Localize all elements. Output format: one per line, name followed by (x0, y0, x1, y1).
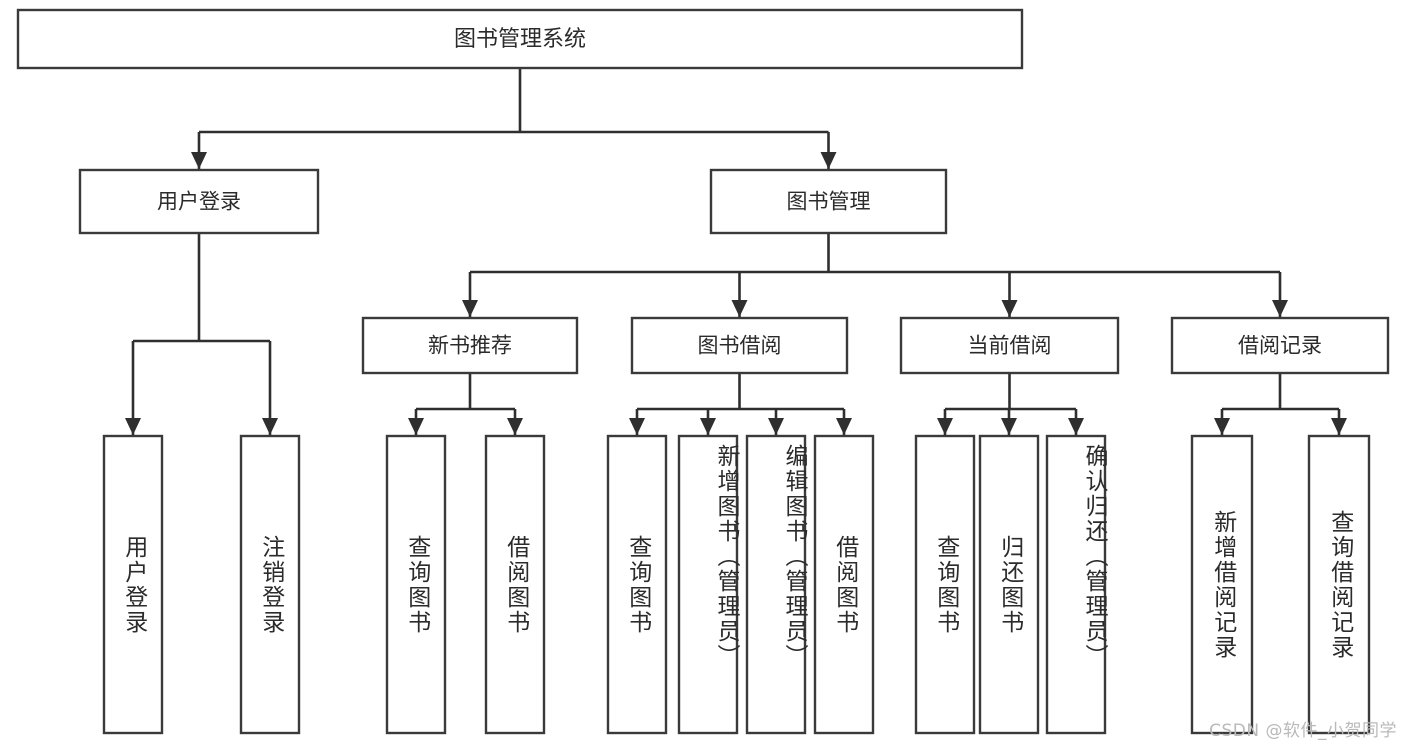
node-label: 图书管理系统 (454, 27, 586, 52)
arrow-head-icon (820, 152, 837, 169)
node-box-leaf-query-book-rec[interactable] (385, 434, 447, 735)
arrow-head-icon (731, 300, 748, 317)
node-box-book-borrow[interactable] (630, 316, 849, 375)
arrow-head-icon (462, 300, 478, 317)
arrow-head-icon (1068, 418, 1084, 435)
arrow-head-icon (262, 418, 278, 435)
connectors-layer (125, 68, 1347, 435)
node-box-leaf-query-book-current[interactable] (914, 434, 976, 735)
node-box-leaf-user-login[interactable] (102, 434, 164, 735)
arrow-head-icon (191, 152, 207, 169)
arrow-head-icon (700, 418, 716, 435)
arrow-head-icon (125, 418, 141, 435)
boxes-layer (16, 8, 1390, 735)
node-label: 用户登录 (157, 190, 241, 214)
node-box-leaf-query-record[interactable] (1307, 434, 1371, 735)
arrow-head-icon (1214, 418, 1230, 435)
arrow-head-icon (768, 418, 784, 435)
node-box-leaf-confirm-return[interactable] (1045, 434, 1107, 735)
arrow-head-icon (629, 418, 645, 435)
arrow-head-icon (507, 418, 523, 435)
node-box-leaf-edit-book[interactable] (745, 434, 807, 735)
node-label: 借阅记录 (1238, 334, 1322, 358)
arrow-head-icon (408, 418, 424, 435)
node-label: 当前借阅 (968, 334, 1052, 358)
node-box-leaf-logout[interactable] (239, 434, 301, 735)
node-box-leaf-return-book[interactable] (978, 434, 1040, 735)
node-box-borrow-record[interactable] (1170, 316, 1390, 375)
arrow-head-icon (1331, 418, 1347, 435)
node-box-book-management[interactable] (709, 168, 948, 235)
arrow-head-icon (1001, 300, 1018, 317)
node-box-user-login[interactable] (78, 168, 320, 235)
node-box-leaf-add-book[interactable] (677, 434, 739, 735)
node-box-root[interactable] (16, 8, 1024, 70)
node-box-current-borrow[interactable] (899, 316, 1120, 375)
arrow-head-icon (1272, 300, 1288, 317)
node-label: 图书借阅 (698, 334, 782, 358)
arrow-head-icon (937, 418, 953, 435)
node-box-leaf-borrow-book[interactable] (813, 434, 875, 735)
node-box-leaf-query-book-borrow[interactable] (606, 434, 668, 735)
node-label: 新书推荐 (428, 334, 512, 358)
node-box-leaf-add-record[interactable] (1190, 434, 1254, 735)
arrow-head-icon (1001, 418, 1017, 435)
watermark-text: CSDN @软件_小贺同学 (1209, 721, 1397, 741)
node-box-leaf-borrow-book-rec[interactable] (484, 434, 546, 735)
node-box-new-book-recommend[interactable] (361, 316, 579, 375)
arrow-head-icon (836, 418, 852, 435)
node-label: 图书管理 (787, 190, 871, 214)
